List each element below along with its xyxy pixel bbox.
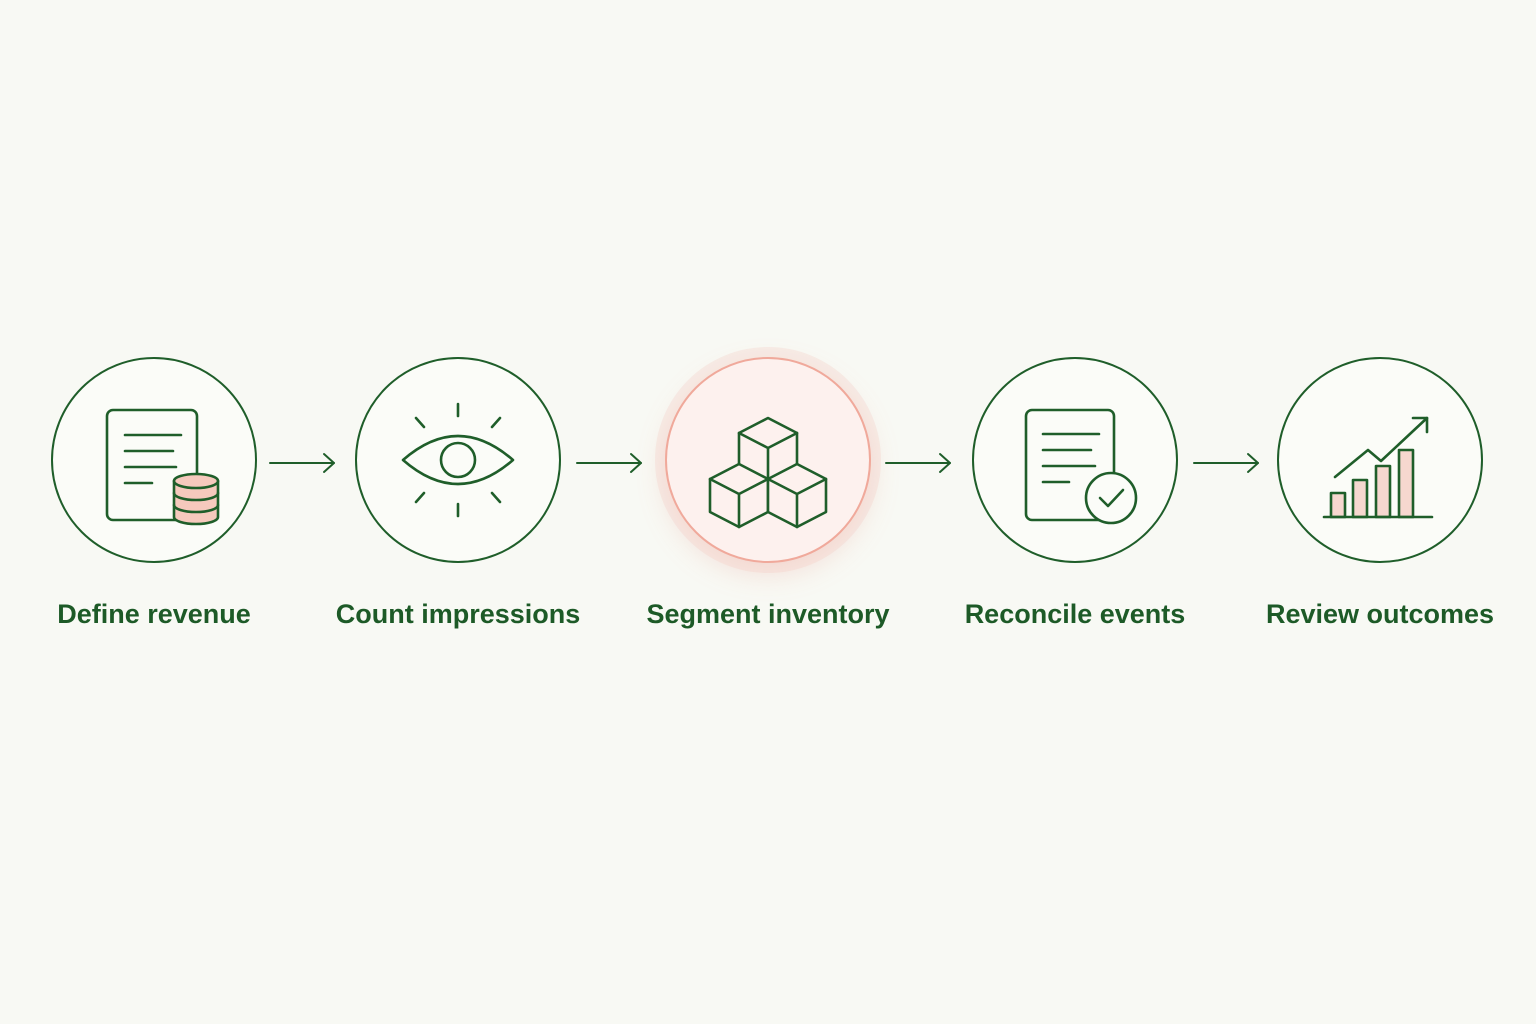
arrow-right-icon xyxy=(882,450,954,476)
document-check-icon xyxy=(1005,390,1145,530)
step-review-outcomes: Review outcomes xyxy=(1230,357,1530,647)
step-label: Define revenue xyxy=(57,599,251,629)
step-label: Count impressions xyxy=(335,599,581,629)
step-label: Segment inventory xyxy=(646,599,890,629)
arrow-right-icon xyxy=(573,450,645,476)
document-database-icon xyxy=(84,390,224,530)
step-segment-inventory: Segment inventory xyxy=(618,357,918,647)
step-label: Reconcile events xyxy=(964,599,1186,629)
step-define-revenue: Define revenue xyxy=(4,357,304,647)
step-count-impressions: Count impressions xyxy=(308,357,608,647)
bar-chart-trend-icon xyxy=(1310,390,1450,530)
eye-icon xyxy=(388,390,528,530)
cubes-icon xyxy=(698,390,838,530)
step-label: Review outcomes xyxy=(1265,599,1495,629)
arrow-right-icon xyxy=(1190,450,1262,476)
step-reconcile-events: Reconcile events xyxy=(925,357,1225,647)
arrow-right-icon xyxy=(266,450,338,476)
step-circle xyxy=(355,357,561,563)
